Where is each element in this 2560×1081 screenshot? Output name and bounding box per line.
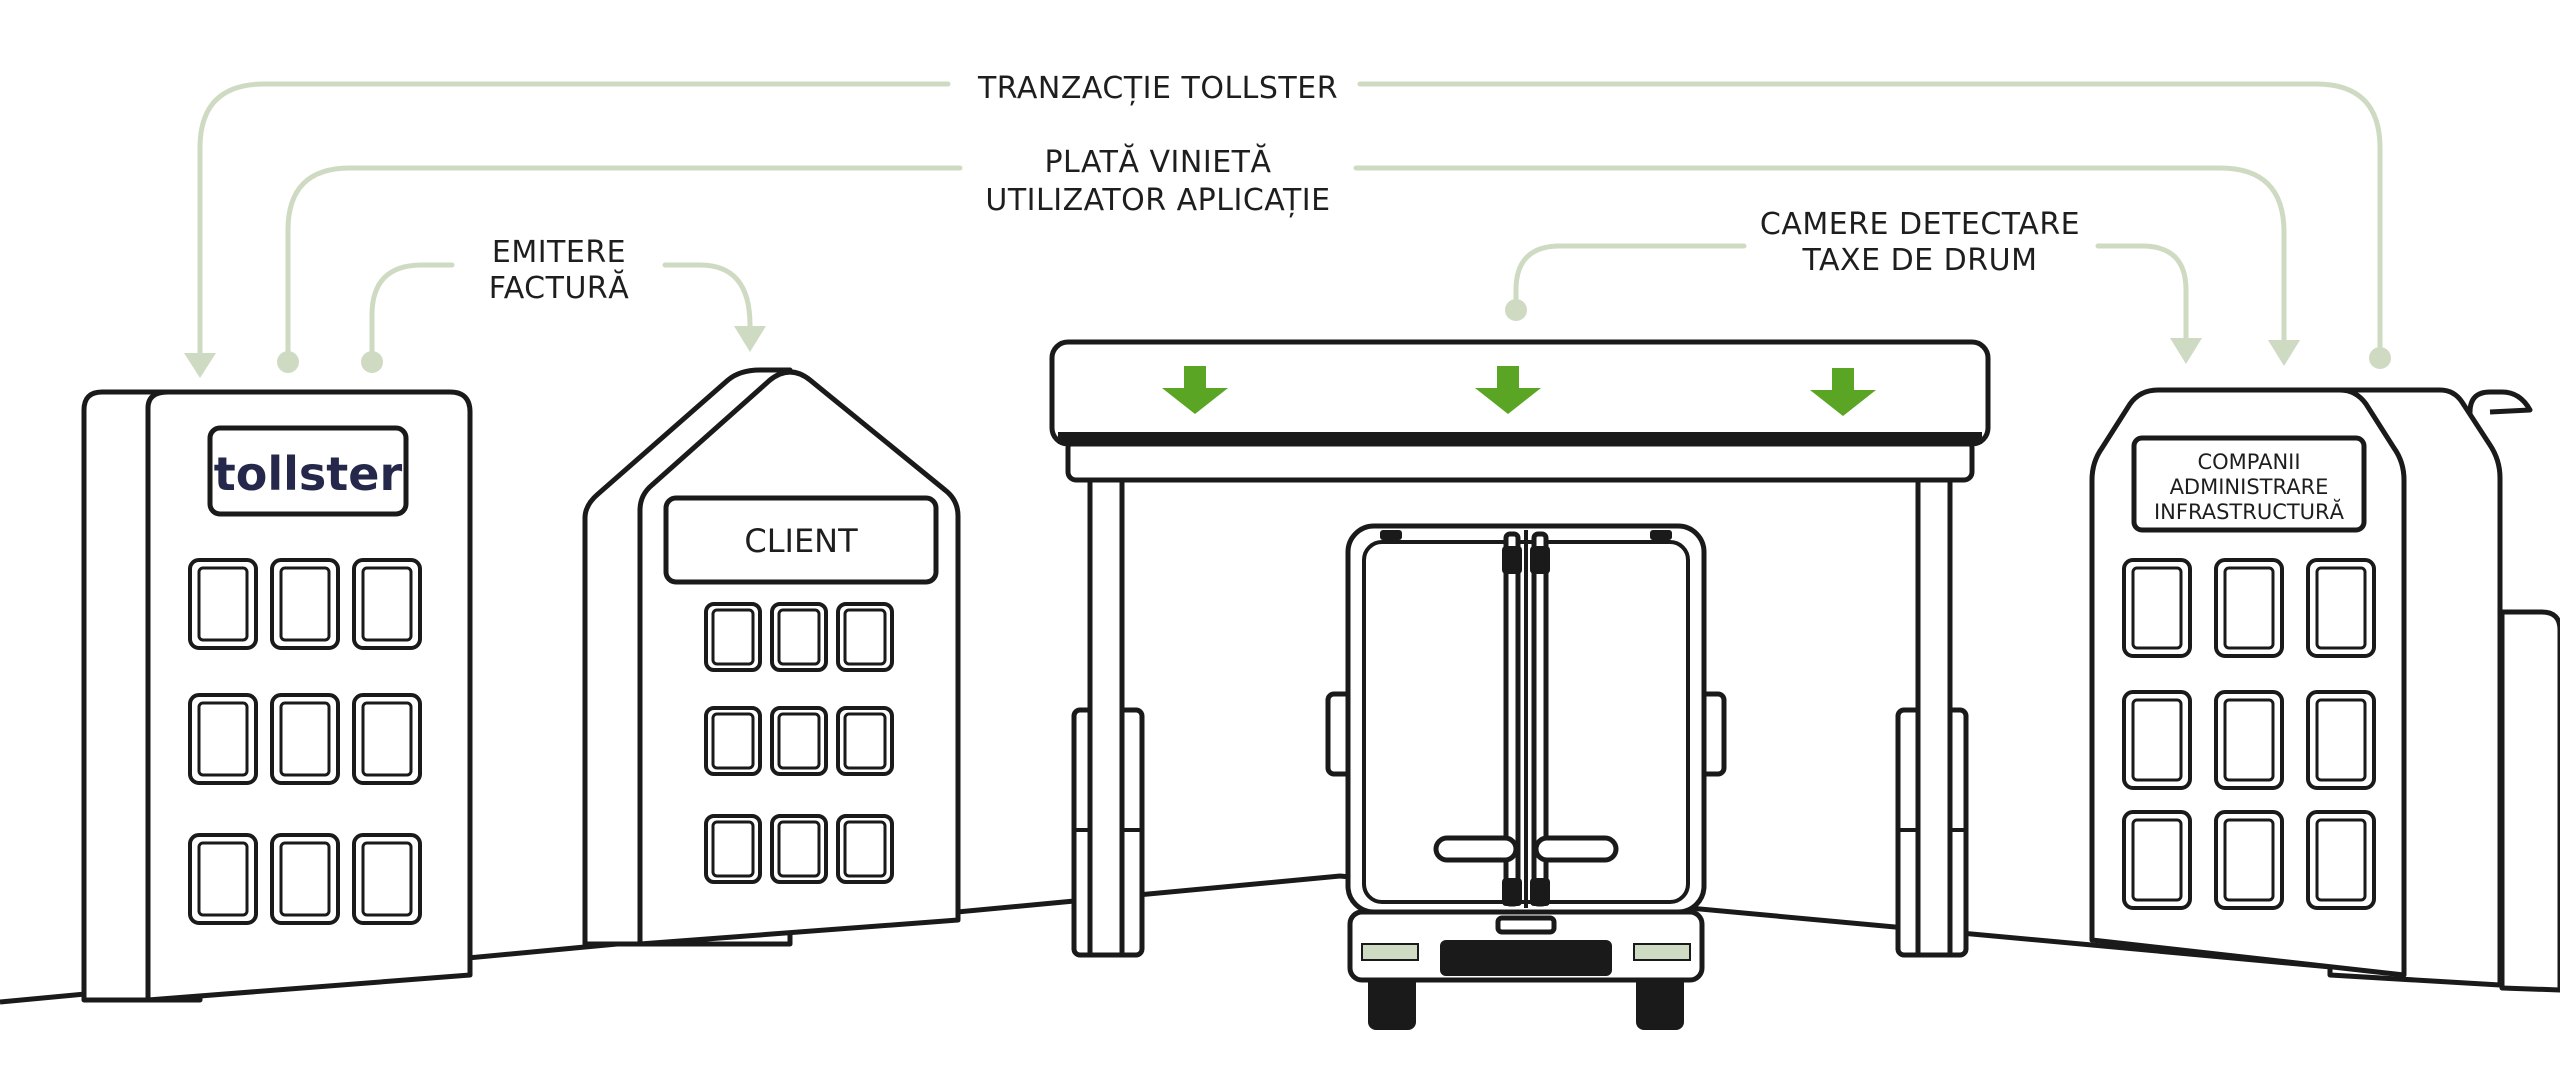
tollster-building: tollster bbox=[81, 389, 473, 1003]
connector-lines bbox=[184, 81, 2391, 378]
invoice-line bbox=[369, 262, 753, 365]
vignette-payment-label-line2: UTILIZATOR APLICAȚIE bbox=[985, 183, 1330, 218]
client-label: CLIENT bbox=[744, 522, 858, 560]
client-windows bbox=[704, 602, 894, 884]
tail-light-right bbox=[1633, 943, 1691, 961]
infra-label-line3: INFRASTRUCTURĂ bbox=[2154, 498, 2345, 524]
tollster-transaction-arrowhead bbox=[184, 353, 216, 378]
tollster-transaction-label: TRANZACȚIE TOLLSTER bbox=[977, 71, 1338, 106]
client-sign bbox=[663, 495, 939, 585]
cameras-label-line1: CAMERE DETECTARE bbox=[1760, 207, 2080, 242]
infra-label-line2: ADMINISTRARE bbox=[2170, 475, 2329, 499]
vignette-payment-label-line1: PLATĂ VINIETĂ bbox=[1044, 143, 1271, 180]
invoice-label-line2: FACTURĂ bbox=[489, 269, 630, 306]
invoice-label-line1: EMITERE bbox=[492, 235, 626, 270]
tollster-logo: tollster bbox=[214, 447, 403, 501]
infra-sign bbox=[2131, 435, 2367, 533]
cameras-arrowhead bbox=[2170, 338, 2202, 364]
infrastructure-building: COMPANII ADMINISTRARE INFRASTRUCTURĂ bbox=[2089, 387, 2560, 993]
camera-arrow-icon bbox=[1810, 368, 1876, 416]
cameras-line bbox=[1513, 243, 2189, 343]
client-building: CLIENT bbox=[582, 367, 961, 947]
tail-light-left bbox=[1361, 943, 1419, 961]
camera-arrow-icon bbox=[1475, 366, 1541, 414]
cameras-origin-dot bbox=[1505, 299, 1527, 321]
tollster-logo-plate bbox=[207, 425, 409, 517]
camera-arrow-icon bbox=[1162, 366, 1228, 414]
vignette-payment-origin-dot bbox=[277, 351, 299, 373]
vignette-payment-line bbox=[285, 165, 2287, 365]
toll-gantry bbox=[1049, 339, 1991, 958]
vignette-payment-arrowhead bbox=[2268, 340, 2300, 366]
infra-label-line1: COMPANII bbox=[2197, 450, 2300, 474]
invoice-origin-dot bbox=[361, 351, 383, 373]
infra-windows bbox=[2122, 558, 2376, 910]
truck bbox=[1325, 523, 1727, 1030]
tollster-transaction-line bbox=[197, 81, 2383, 361]
cameras-label-line2: TAXE DE DRUM bbox=[1802, 243, 2038, 278]
invoice-arrowhead bbox=[734, 326, 766, 352]
tollster-transaction-origin-dot bbox=[2369, 347, 2391, 369]
tollster-windows bbox=[188, 558, 422, 925]
